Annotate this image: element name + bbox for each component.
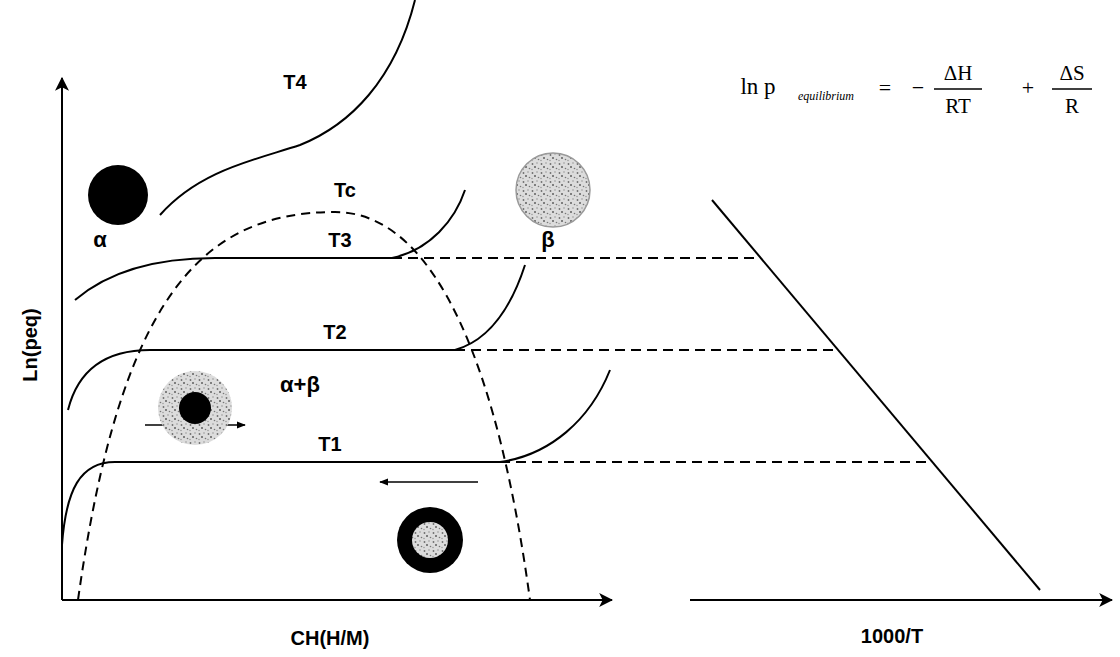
isotherm-label: T2	[323, 322, 346, 342]
equation-sign: =	[879, 77, 891, 99]
y-axis	[61, 78, 63, 600]
projection-line	[455, 349, 838, 351]
axis-title: CH(H/M)	[291, 628, 370, 648]
alpha-particle	[88, 165, 148, 225]
equation-sign: +	[1022, 77, 1034, 99]
equation-subscript: equilibrium	[798, 90, 854, 102]
isotherm-label: T4	[283, 72, 306, 92]
isotherm	[68, 265, 525, 410]
isotherm	[62, 370, 610, 545]
phase-label: α	[93, 229, 107, 251]
beta-core	[412, 522, 448, 558]
equation-term: ΔH	[944, 63, 973, 84]
vant-hoff-line	[712, 200, 1040, 590]
isotherm	[160, 0, 415, 215]
axis-title: 1000/T	[861, 626, 923, 646]
isotherm-label: T1	[318, 434, 341, 454]
equation-term: ln p	[740, 75, 775, 98]
beta-particle	[516, 153, 590, 227]
isotherm-label: T3	[328, 230, 351, 250]
phase-label: β	[541, 229, 554, 251]
phase-dome	[78, 212, 530, 600]
axis-title: Ln(peq)	[20, 308, 40, 381]
equation-term: R	[1065, 96, 1079, 117]
fraction-bar	[934, 88, 982, 90]
alpha-core	[179, 392, 211, 424]
alpha-shell	[397, 507, 463, 573]
isotherm-label: Tc	[334, 180, 356, 200]
fraction-bar	[1052, 88, 1092, 90]
projection-line	[500, 461, 932, 463]
equation-term: RT	[945, 96, 971, 117]
equation-sign: −	[912, 77, 924, 99]
x-axis	[690, 599, 1112, 601]
equation-term: ΔS	[1059, 63, 1084, 84]
projection-line	[392, 257, 761, 259]
phase-label: α+β	[280, 374, 320, 396]
direction-arrow	[380, 481, 478, 483]
beta-shell	[158, 371, 232, 445]
